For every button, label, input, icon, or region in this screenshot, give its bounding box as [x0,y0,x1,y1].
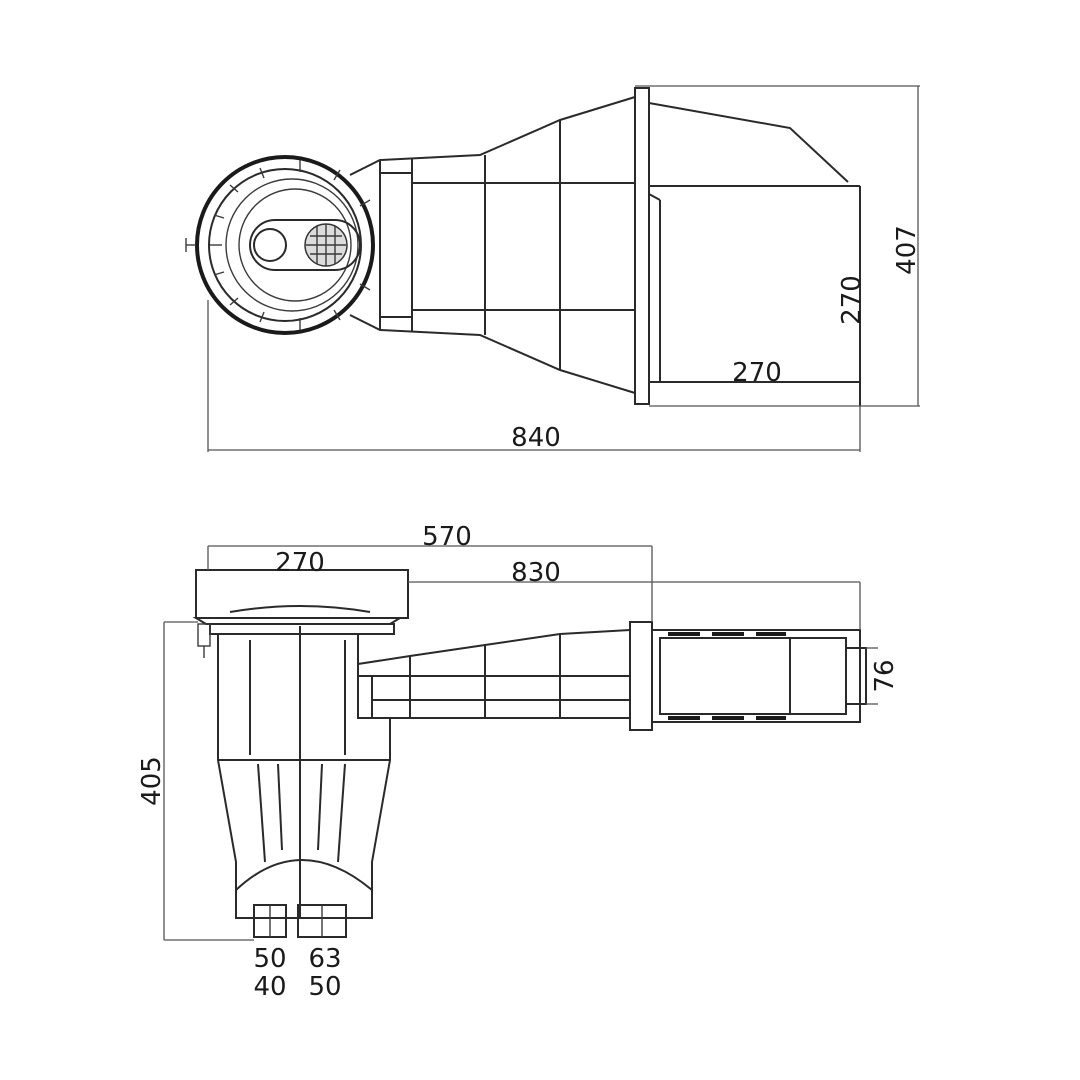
top-view-dimensions [207,85,920,452]
dim-840: 840 [511,423,561,453]
top-view-rim-ticks [210,160,371,330]
top-view-oval-slot [249,219,361,271]
dim-405: 405 [137,756,167,806]
side-view-weir-housing [651,629,867,723]
dim-outlet-right-top: 63 [308,944,341,974]
top-view-ring-3 [225,178,359,312]
side-view-body [217,626,391,919]
side-view-weir-slots [668,632,786,720]
side-view-flange [629,621,653,731]
top-view-front-plate [634,87,650,405]
dim-570: 570 [422,522,472,552]
top-view-port-open [253,228,287,262]
dim-outlet-left-bottom: 40 [253,972,286,1002]
side-view-throat [357,629,631,719]
top-view: 840 407 270 270 [185,85,922,453]
dim-270-lid: 270 [275,548,325,578]
dim-270-vertical: 270 [837,275,867,325]
dim-270-horizontal: 270 [732,358,782,388]
top-view-grate-lines [306,224,346,266]
dim-407: 407 [892,225,922,275]
top-view-ring-4 [238,188,352,302]
top-view-throat [349,96,636,394]
side-view: 270 570 830 405 76 50 40 63 50 [137,522,900,1002]
dim-76: 76 [870,659,900,692]
side-view-dimensions [163,545,878,941]
dim-outlet-left-top: 50 [253,944,286,974]
top-view-weir [648,102,861,406]
top-view-outer-ring [195,155,375,335]
dim-outlet-right-bottom: 50 [308,972,341,1002]
dim-830: 830 [511,558,561,588]
